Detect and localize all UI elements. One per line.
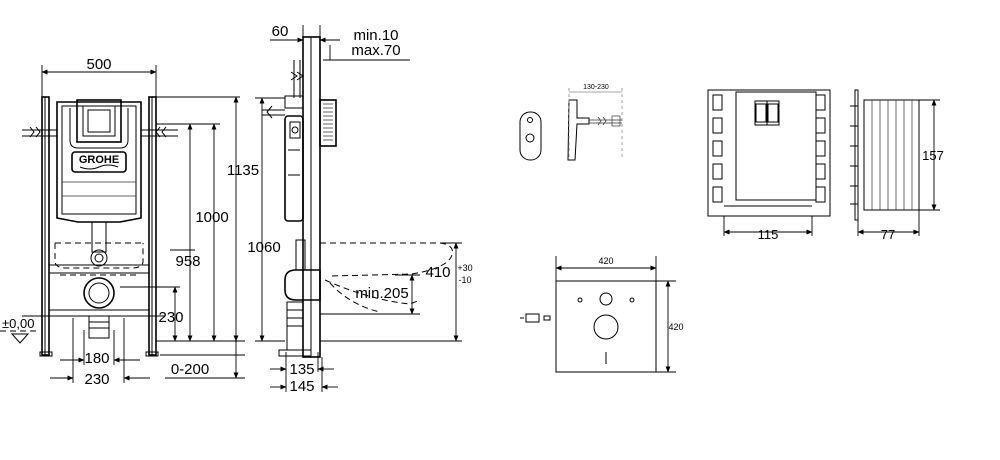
flush-actuator-side — [567, 99, 590, 161]
dim-max-70: max.70 — [351, 42, 400, 59]
plate-detail: 115 157 77 — [707, 89, 944, 242]
dim-958: 958 — [175, 253, 200, 270]
dim-1000: 1000 — [195, 209, 228, 226]
side-inlet-pipe — [293, 60, 301, 98]
flush-button-front — [519, 111, 542, 161]
dim-min-205: min.205 — [355, 285, 408, 302]
frame-rail-lower — [48, 309, 150, 317]
screw-icon — [520, 313, 540, 323]
side-view: 60 min.10 max.70 1060 — [247, 23, 472, 395]
cistern — [56, 101, 142, 223]
dim-420-width: 420 — [598, 256, 613, 266]
dim-145: 145 — [289, 378, 314, 395]
dim-230-outlet: 230 — [158, 309, 183, 326]
dim-1060: 1060 — [247, 239, 280, 256]
dim-60: 60 — [272, 23, 289, 40]
grohe-logo-text: GROHE — [79, 154, 119, 166]
dim-0-200: 0-200 — [171, 361, 209, 378]
dim-410-plus: +30 — [457, 263, 472, 273]
dim-410: 410 — [425, 264, 450, 281]
dim-410-minus: -10 — [458, 275, 471, 285]
mat-hole-top — [599, 292, 613, 306]
mat-hole-drain — [593, 314, 619, 340]
mat-detail: 420 420 — [520, 256, 684, 373]
flush-detail: 130-230 — [519, 84, 623, 161]
dim-1135: 1135 — [227, 162, 259, 179]
grohe-logo — [71, 151, 127, 173]
plate-side — [863, 99, 920, 211]
side-cistern — [284, 115, 304, 222]
bowl-outline-side — [320, 242, 453, 277]
dim-135: 135 — [289, 361, 314, 378]
level-marker — [10, 333, 30, 344]
dim-500: 500 — [86, 56, 111, 73]
plate-front — [707, 89, 831, 217]
front-view: GROHE ±0,00 500 — [0, 56, 259, 388]
dim-230-bottom: 230 — [84, 371, 109, 388]
bowl-outline-front — [54, 242, 144, 269]
dim-130-230: 130-230 — [583, 84, 609, 91]
dim-180: 180 — [84, 350, 109, 367]
flush-opening — [76, 99, 122, 143]
side-drain-bend — [284, 269, 321, 301]
dim-77: 77 — [881, 227, 895, 242]
frame-rail — [48, 264, 150, 274]
dim-157: 157 — [922, 148, 944, 163]
dim-min-10: min.10 — [353, 27, 398, 44]
water-inlet-left — [22, 129, 57, 137]
water-inlet-right — [141, 129, 178, 137]
zero-level-label: ±0,00 — [2, 316, 34, 331]
sound-mat — [555, 280, 657, 373]
dim-115: 115 — [758, 227, 779, 242]
side-flush-plate — [319, 99, 337, 147]
drain-outlet — [83, 277, 115, 309]
dim-420-height: 420 — [668, 322, 683, 332]
